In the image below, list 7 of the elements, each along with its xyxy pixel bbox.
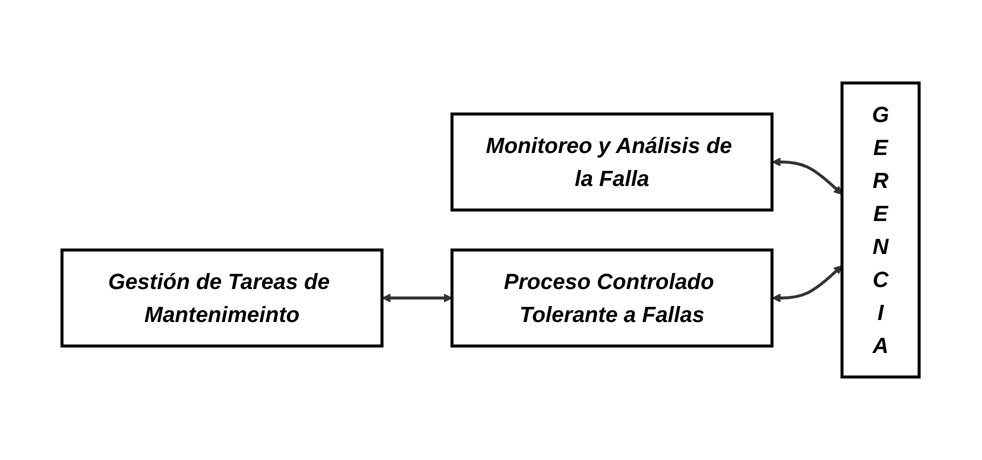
node-box: Proceso Controlado Tolerante a Fallas [450,248,774,348]
arrow [772,158,843,195]
arrow [382,294,453,302]
node-box: GERENCIA [840,82,922,378]
arrow [772,265,843,302]
node-box: Gestión de Tareas de Mantenimeinto [60,248,384,348]
node-box: Monitoreo y Análisis de la Falla [450,112,774,212]
